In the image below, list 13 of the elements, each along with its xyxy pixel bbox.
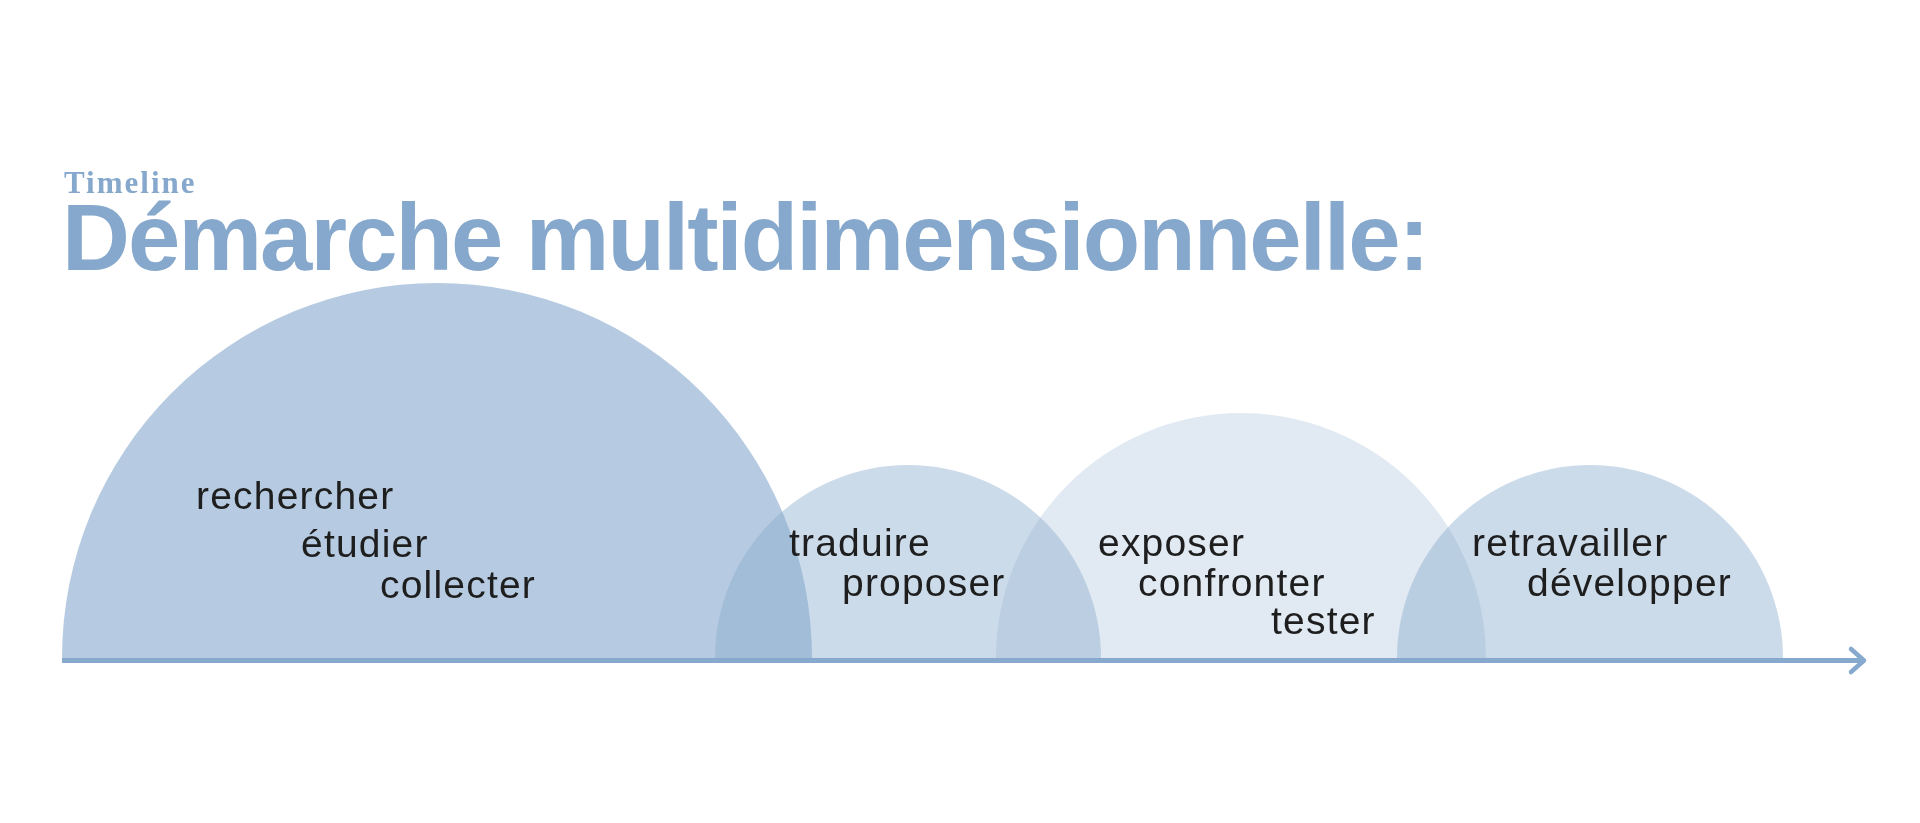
phase-semicircle <box>1397 465 1783 658</box>
section-label: Timeline <box>64 167 197 199</box>
verb-label: exposer <box>1098 524 1246 562</box>
verb-label: rechercher <box>196 477 395 515</box>
verb-label: retravailler <box>1472 524 1669 562</box>
verb-label: collecter <box>380 566 537 604</box>
verb-label: traduire <box>789 524 931 562</box>
verb-label: confronter <box>1138 564 1326 602</box>
verb-label: développer <box>1527 564 1732 602</box>
verb-label: proposer <box>842 564 1006 602</box>
diagram-title: Démarche multidimensionnelle: <box>62 198 1428 278</box>
verb-label: étudier <box>301 525 429 563</box>
verb-label: tester <box>1271 602 1376 640</box>
